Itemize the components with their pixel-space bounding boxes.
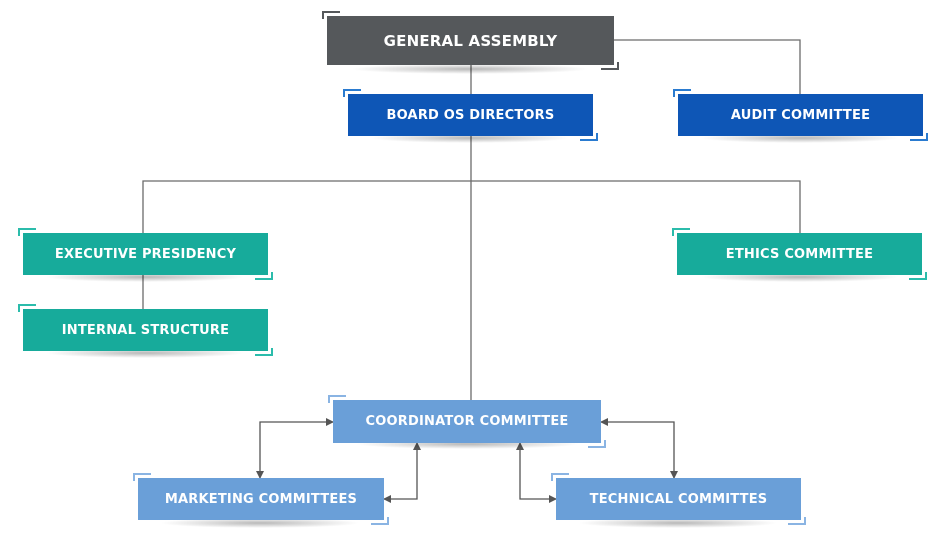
shadow — [700, 272, 900, 282]
shadow — [45, 348, 245, 358]
internal-structure-label: INTERNAL STRUCTURE — [61, 322, 230, 338]
board-of-directors-label: BOARD OS DIRECTORS — [386, 107, 555, 123]
shadow — [355, 439, 580, 449]
shadow — [700, 133, 900, 143]
shadow — [160, 518, 360, 528]
executive-presidency-box: EXECUTIVE PRESIDENCY — [18, 228, 273, 280]
internal-structure-box: INTERNAL STRUCTURE — [18, 304, 273, 356]
executive-presidency-label: EXECUTIVE PRESIDENCY — [54, 246, 237, 262]
arrow-coordinator-marketing — [256, 418, 334, 479]
arrow-coordinator-technical — [516, 442, 557, 503]
audit-committee-box: AUDIT COMMITTEE — [673, 89, 928, 141]
arrow-technical-coordinator — [600, 418, 678, 479]
coordinator-committee-box: COORDINATOR COMMITTEE — [328, 395, 606, 448]
marketing-committees-box: MARKETING COMMITTEES — [133, 473, 389, 525]
shadow — [578, 518, 778, 528]
ethics-committee-box: ETHICS COMMITTEE — [672, 228, 927, 280]
arrow-marketing-coordinator — [383, 442, 421, 503]
line-executive-ethics-bus — [142, 180, 801, 233]
ethics-committee-label: ETHICS COMMITTEE — [725, 246, 874, 262]
technical-committes-label: TECHNICAL COMMITTES — [589, 491, 768, 507]
shadow — [350, 64, 590, 74]
board-of-directors-box: BOARD OS DIRECTORS — [343, 89, 598, 141]
shadow — [370, 133, 570, 143]
marketing-committees-label: MARKETING COMMITTEES — [164, 491, 358, 507]
general-assembly-label: GENERAL ASSEMBLY — [383, 31, 558, 50]
audit-committee-label: AUDIT COMMITTEE — [730, 107, 871, 123]
shadow — [45, 272, 245, 282]
coordinator-committee-label: COORDINATOR COMMITTEE — [365, 414, 569, 429]
line-assembly-audit — [614, 39, 801, 94]
general-assembly-box: GENERAL ASSEMBLY — [322, 11, 619, 70]
technical-committes-box: TECHNICAL COMMITTES — [551, 473, 806, 525]
